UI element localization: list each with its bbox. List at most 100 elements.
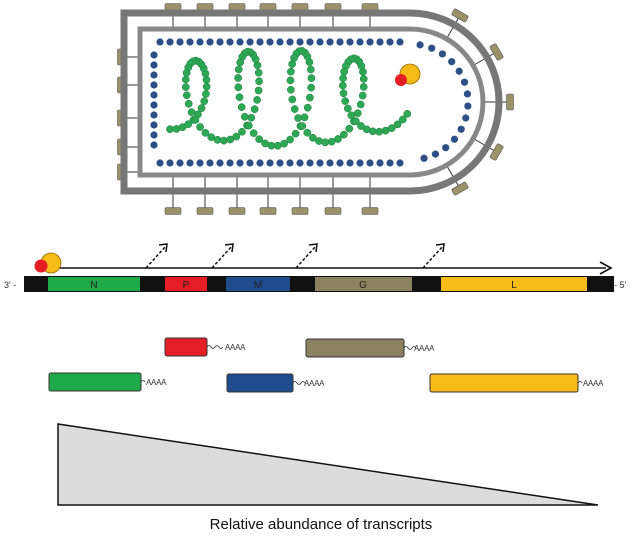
nucleoprotein-bead — [254, 68, 263, 77]
junction-arrow-p-m-head — [224, 243, 234, 253]
spike-knob — [291, 207, 309, 215]
nucleoprotein-bead — [340, 67, 349, 76]
transcription-arrowhead — [599, 261, 613, 275]
nucleoprotein-bead — [339, 130, 348, 139]
matrix-dot — [150, 91, 158, 99]
matrix-dot — [396, 38, 404, 46]
transcript-l-block — [429, 373, 579, 393]
genome-5prime-label: - 5' — [614, 280, 627, 290]
matrix-dot — [326, 159, 334, 167]
transcript-p-polya: AAAA — [225, 343, 246, 352]
junction-arrow-m-g — [295, 245, 317, 269]
matrix-dot — [286, 159, 294, 167]
nucleoprotein-bead — [202, 82, 211, 91]
nucleoprotein-bead — [358, 91, 367, 100]
nucleoprotein-bead — [334, 135, 342, 143]
nucleoprotein-bead — [181, 83, 190, 91]
matrix-dot — [226, 38, 234, 46]
matrix-dot — [150, 101, 158, 109]
matrix-dot — [457, 125, 465, 133]
matrix-dot — [336, 159, 344, 167]
polymerase-complex-genome — [34, 252, 62, 274]
junction-dashed-arrows — [145, 243, 445, 269]
matrix-dot — [156, 159, 164, 167]
nucleoprotein-bead — [250, 105, 259, 114]
abundance-gradient-wedge — [57, 423, 599, 506]
nucleoprotein-bead — [359, 75, 368, 83]
nucleoprotein-bead — [234, 83, 243, 92]
nucleoprotein-bead — [220, 136, 228, 145]
virion — [117, 3, 514, 215]
nucleoprotein-bead — [303, 103, 312, 112]
matrix-dot — [186, 159, 194, 167]
matrix-dot — [156, 38, 164, 46]
genome-3prime-label: 3' - — [4, 280, 16, 290]
nucleoprotein-bead — [202, 90, 210, 98]
spike-knob — [196, 207, 214, 215]
transcript-g-polya: AAAA — [414, 344, 435, 353]
nucleoprotein-bead — [244, 121, 253, 130]
transcript-n-polya: AAAA — [146, 378, 167, 387]
viral-envelope — [120, 9, 503, 195]
matrix-dot — [246, 38, 254, 46]
spike-knob — [228, 207, 246, 215]
nucleoprotein-bead — [369, 127, 377, 136]
nucleoprotein-bead — [303, 128, 312, 137]
matrix-dot — [462, 114, 470, 122]
nucleoprotein-bead — [307, 83, 316, 92]
matrix-dot — [438, 50, 447, 58]
spike-knob — [324, 3, 342, 11]
matrix-dot — [176, 159, 184, 167]
nucleoprotein-bead — [300, 113, 309, 122]
nucleoprotein-bead — [287, 67, 295, 76]
gene-p-block — [165, 277, 207, 291]
matrix-dot — [276, 38, 284, 46]
matrix-dot — [306, 38, 314, 46]
transcript-n: AAAA — [48, 372, 167, 392]
matrix-dot — [256, 159, 264, 167]
nucleoprotein-bead — [353, 109, 362, 118]
matrix-dot — [236, 38, 244, 46]
matrix-dot — [226, 159, 234, 167]
viral-envelope-inner — [137, 26, 486, 178]
junction-arrow-n-p — [145, 245, 167, 269]
spike-knob — [451, 181, 469, 196]
nucleoprotein-bead — [357, 122, 365, 130]
spike-knob — [164, 3, 182, 11]
nucleoprotein-bead — [235, 93, 244, 102]
matrix-dot — [326, 38, 334, 46]
junction-arrow-p-m — [211, 245, 233, 269]
nucleoprotein-bead — [237, 103, 246, 111]
matrix-dot — [166, 38, 174, 46]
nucleoprotein-bead — [196, 123, 204, 131]
transcript-p-block — [164, 337, 208, 357]
nucleoprotein-bead — [387, 124, 396, 132]
matrix-dot — [216, 159, 224, 167]
nucleoprotein-bead — [202, 75, 211, 84]
matrix-dot — [448, 58, 456, 66]
nucleoprotein-bead — [200, 97, 209, 106]
matrix-dot — [166, 159, 174, 167]
matrix-dot — [246, 159, 254, 167]
nucleoprotein-bead — [280, 139, 288, 148]
matrix-dot — [286, 38, 294, 46]
matrix-dot — [256, 38, 264, 46]
spike-knob — [228, 3, 246, 11]
transcript-n-block — [48, 372, 142, 392]
nucleoprotein-bead — [343, 104, 352, 113]
matrix-dot — [186, 38, 194, 46]
matrix-dot — [386, 38, 394, 46]
matrix-dot — [206, 159, 214, 167]
nucleoprotein-bead — [341, 97, 350, 105]
matrix-dot — [150, 121, 158, 129]
gene-l-block — [441, 277, 587, 291]
gene-p-label: P — [183, 280, 190, 291]
matrix-dot — [463, 90, 472, 98]
mrna-transcripts: AAAA AAAA AAAA AAAA AAAA — [48, 337, 604, 393]
spike-knob — [489, 43, 504, 61]
transcript-n-tail — [140, 380, 146, 383]
abundance-caption: Relative abundance of transcripts — [210, 516, 433, 533]
transcript-l-polya: AAAA — [583, 379, 604, 388]
junction-arrow-g-l-head — [435, 243, 445, 253]
spike-knob — [361, 207, 379, 215]
